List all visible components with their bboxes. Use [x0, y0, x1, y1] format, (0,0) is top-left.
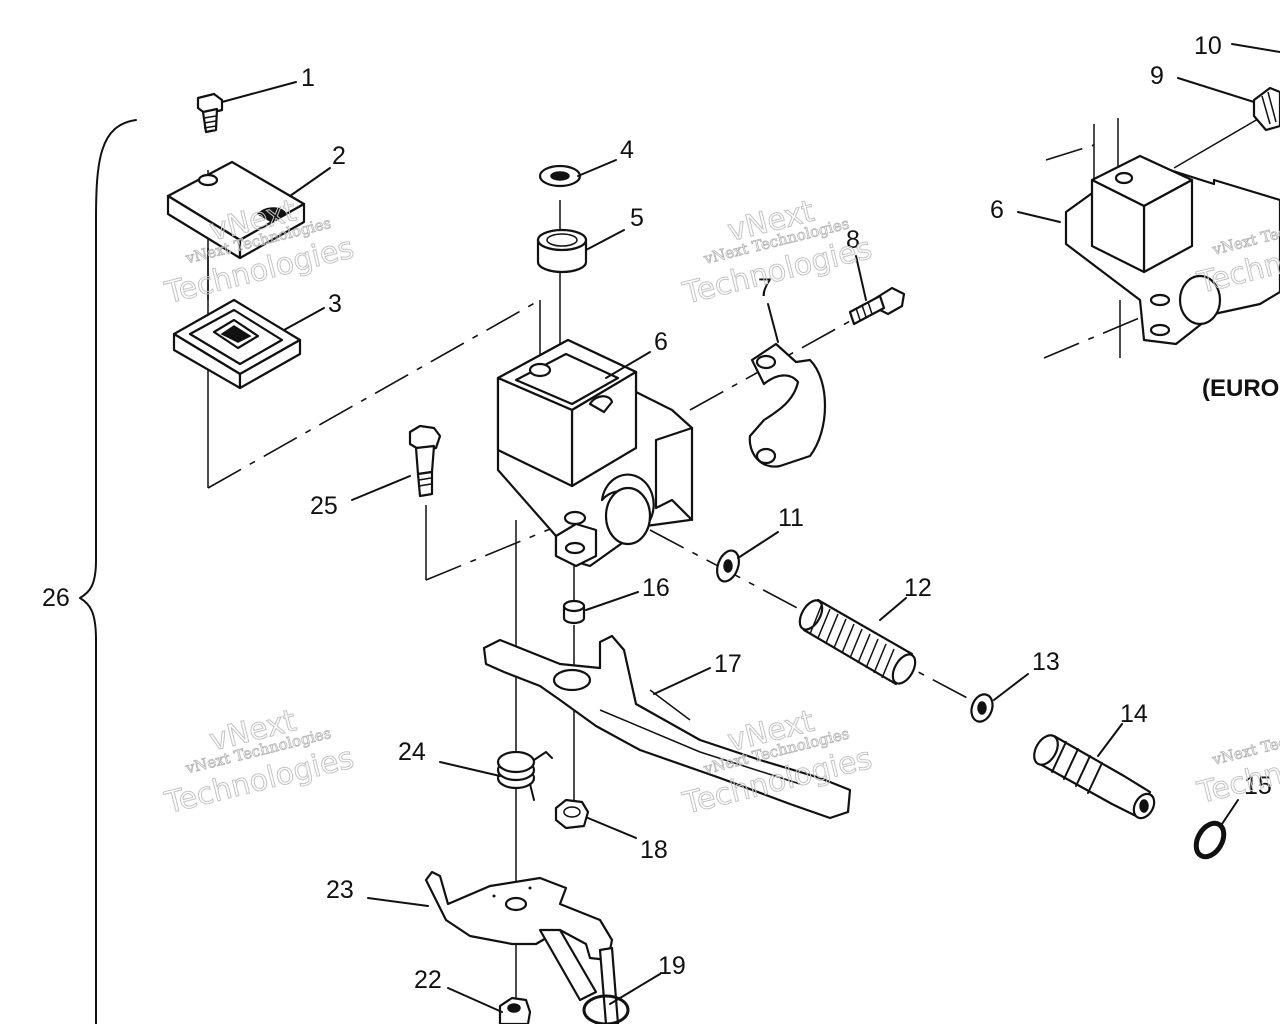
part-17-brake-lever [482, 634, 852, 820]
part-19-switch [582, 994, 630, 1024]
part-2-reservoir-cover [166, 160, 306, 260]
part-14-piston [1033, 734, 1156, 820]
callout-12: 12 [904, 574, 932, 602]
part-6-master-cylinder [496, 338, 694, 568]
part-16-bushing [562, 599, 586, 625]
part-24-torsion-spring [496, 750, 553, 801]
part-9-fitting [1252, 86, 1280, 132]
callout-9: 9 [1150, 62, 1164, 90]
callout-6: 6 [654, 328, 668, 356]
part-7-clamp [748, 342, 826, 468]
part-5-bushing [536, 228, 588, 274]
callout-16: 16 [642, 574, 670, 602]
callout-leaders [221, 43, 1280, 1013]
callout-25: 25 [310, 492, 338, 520]
callout-11: 11 [778, 504, 804, 532]
part-1-screw [196, 92, 224, 134]
part-12-spring [798, 598, 917, 686]
part-15-o-ring [1193, 820, 1227, 860]
callout-7: 7 [758, 274, 772, 302]
callout-13: 13 [1032, 648, 1060, 676]
callout-26: 26 [42, 584, 70, 612]
callout-23: 23 [326, 876, 354, 904]
callout-15: 15 [1244, 772, 1272, 800]
part-13-washer [970, 693, 994, 723]
part-4-washer [538, 164, 582, 188]
part-25-pivot-bolt [408, 424, 442, 498]
euro-variant-label: (EURO [1202, 375, 1279, 402]
callout-24: 24 [398, 738, 426, 766]
callout-17: 17 [714, 650, 742, 678]
callout-2: 2 [332, 142, 346, 170]
callout-19: 19 [658, 952, 686, 980]
callout-10: 10 [1194, 32, 1222, 60]
callout-labels: 1 2 3 4 5 6 7 8 9 10 6 11 12 13 14 15 16… [42, 32, 1272, 994]
part-11-washer [716, 549, 740, 583]
part-8-screw [848, 286, 906, 326]
callout-6-euro: 6 [990, 196, 1004, 224]
part-18-nut [554, 798, 590, 830]
callout-14: 14 [1120, 700, 1148, 728]
callout-8: 8 [846, 226, 860, 254]
callout-18: 18 [640, 836, 668, 864]
assembly-bracket [79, 119, 137, 1024]
callout-5: 5 [630, 204, 644, 232]
part-3-diaphragm [172, 298, 302, 390]
callout-3: 3 [328, 290, 342, 318]
part-6-euro-master-cylinder [1064, 154, 1280, 346]
callout-1: 1 [301, 64, 315, 92]
part-23-switch-bracket [424, 870, 620, 1024]
part-22-nut [498, 996, 532, 1024]
callout-4: 4 [620, 136, 634, 164]
callout-22: 22 [414, 966, 442, 994]
